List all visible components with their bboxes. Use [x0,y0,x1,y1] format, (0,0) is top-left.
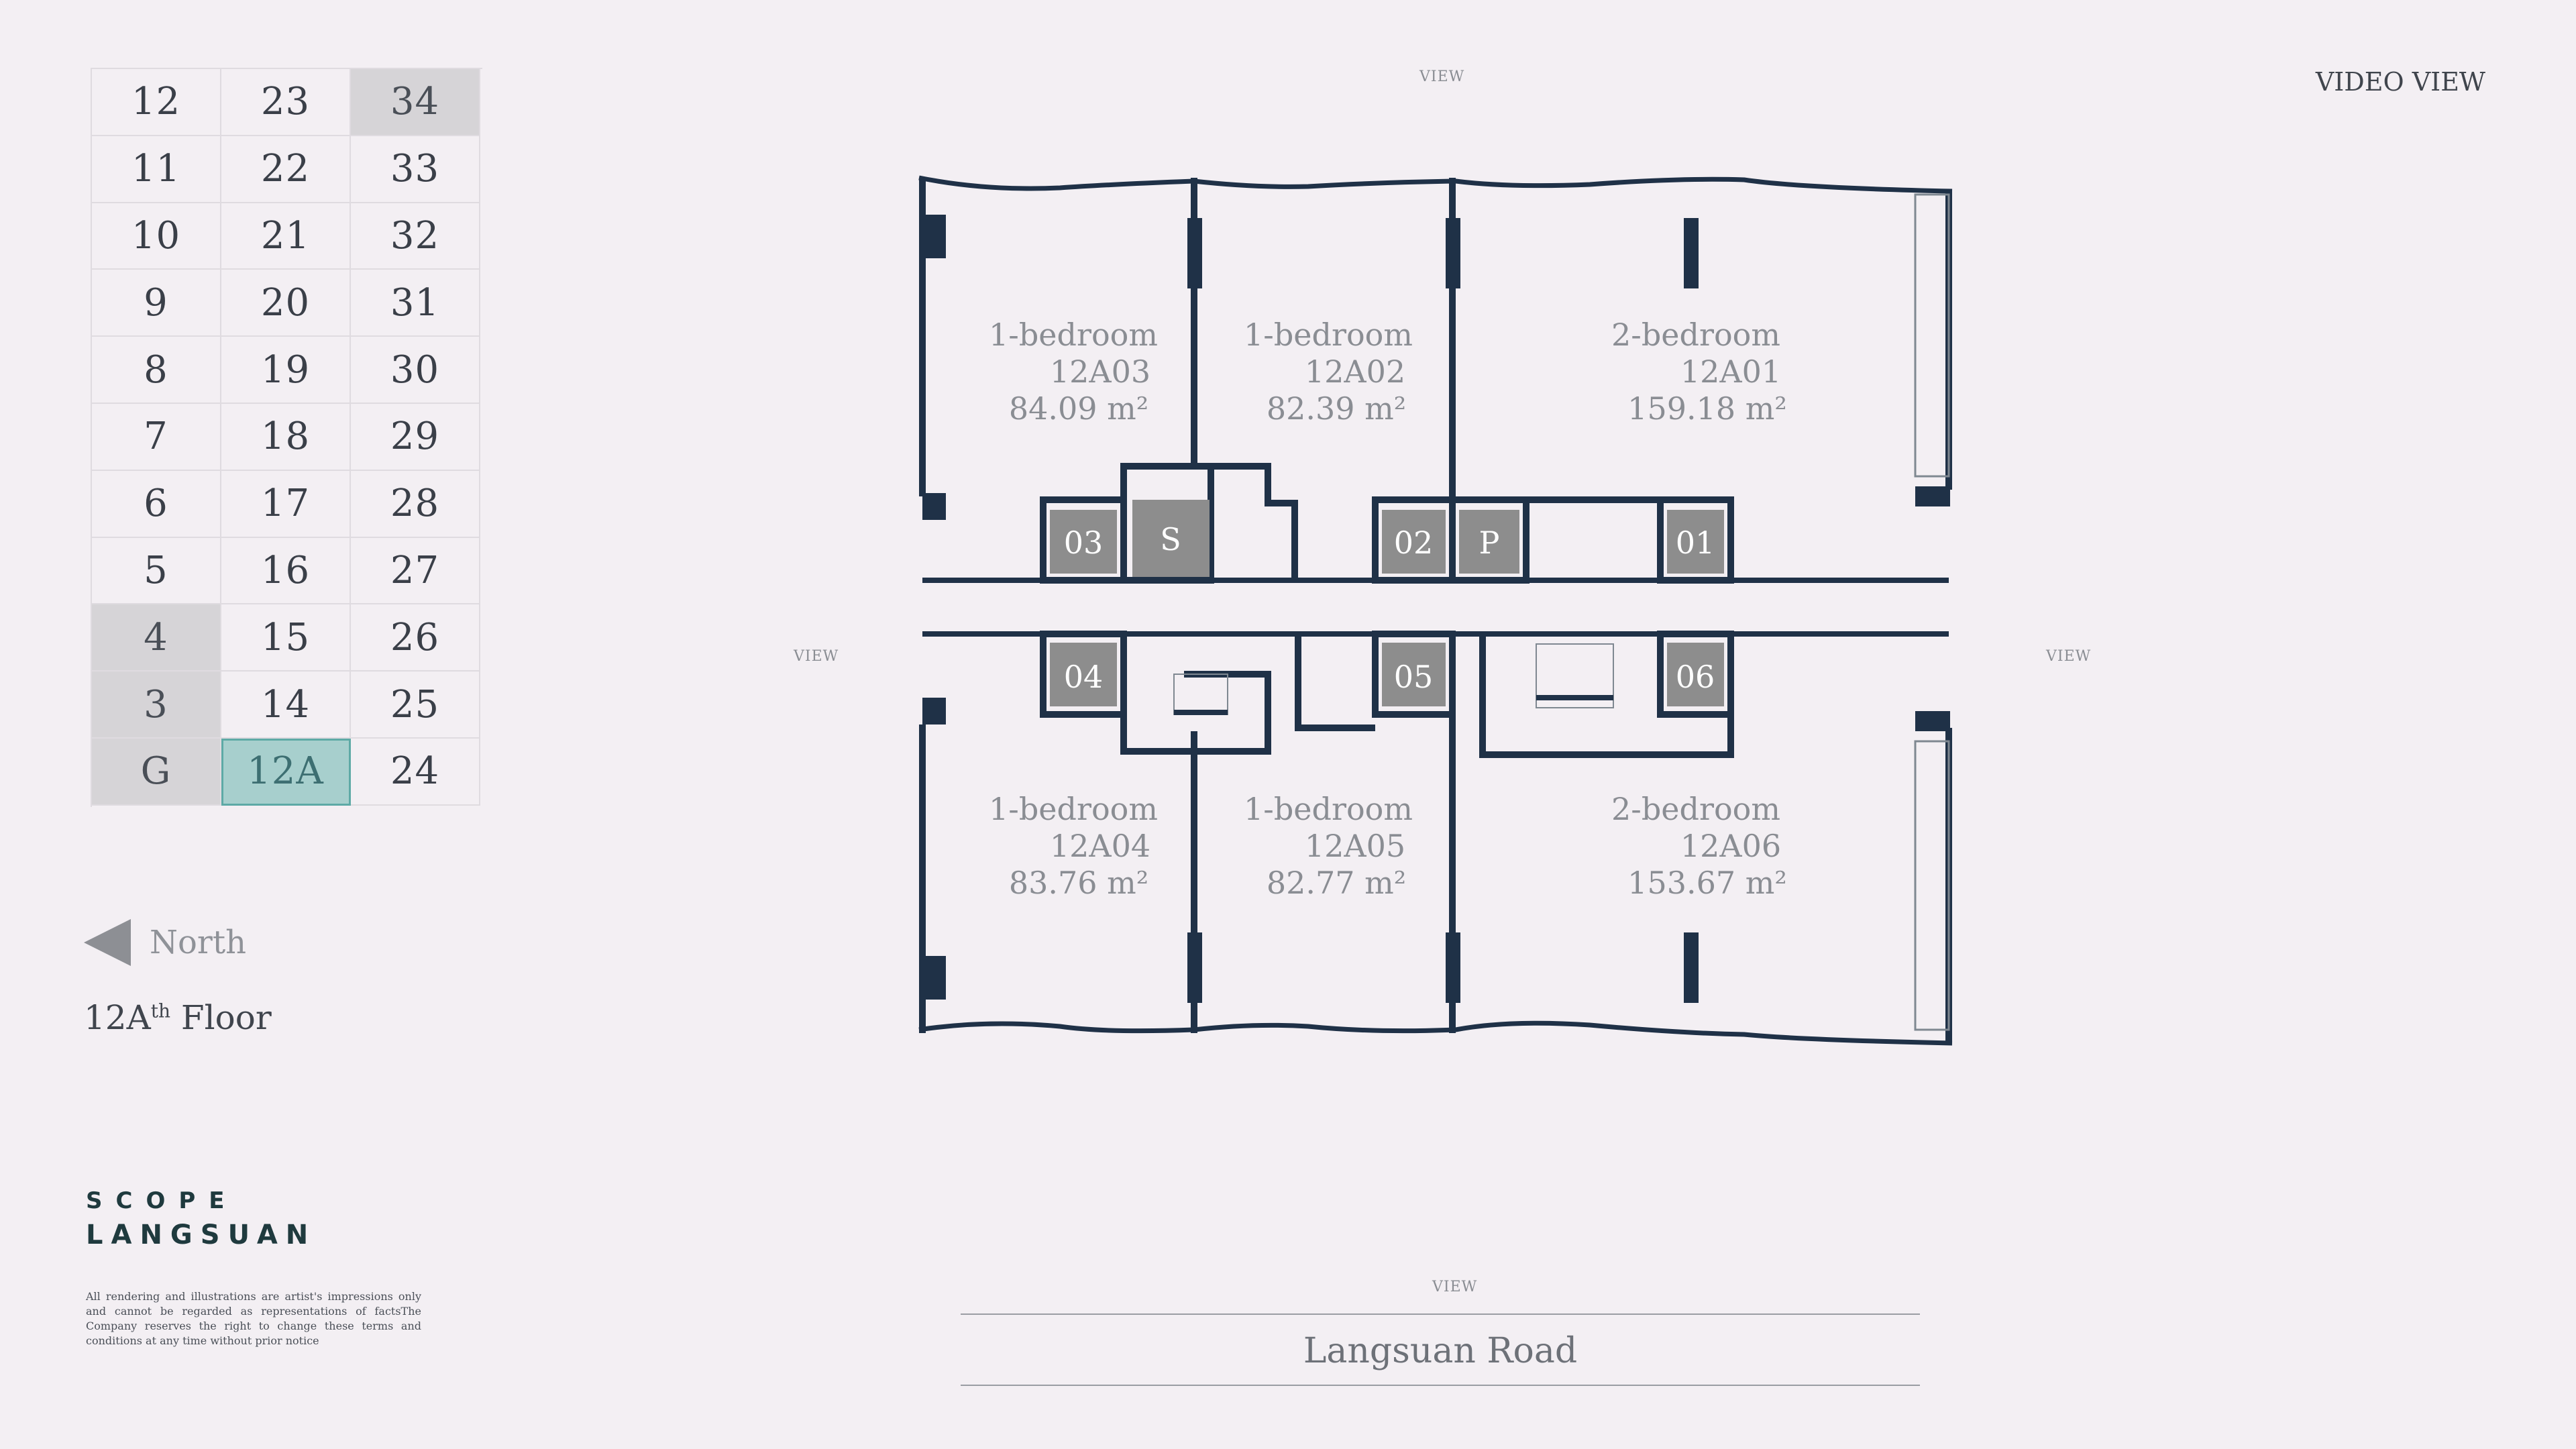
svg-text:04: 04 [1064,659,1104,695]
svg-text:153.67 m²: 153.67 m² [1627,865,1787,901]
svg-text:2-bedroom: 2-bedroom [1611,317,1780,353]
svg-text:1-bedroom: 1-bedroom [989,791,1158,827]
floor-button-30[interactable]: 30 [351,337,480,404]
svg-text:83.76 m²: 83.76 m² [1009,865,1148,901]
plan-balconies [1914,193,1950,1031]
floor-button-g[interactable]: G [92,738,221,806]
floor-button-3[interactable]: 3 [92,672,221,739]
unit-12a06[interactable]: 2-bedroom 12A06 153.67 m² [1611,791,1787,901]
road-label: Langsuan Road [1303,1331,1578,1371]
floor-button-14[interactable]: 14 [221,672,351,739]
floor-selector-grid: 12 23 34 11 22 33 10 21 32 9 20 31 8 19 … [91,68,482,807]
svg-text:P: P [1479,525,1500,561]
svg-text:05: 05 [1394,659,1434,695]
road-line-top [961,1313,1920,1315]
floor-button-16[interactable]: 16 [221,537,351,605]
brand-logo: SCOPE LANGSUAN [86,1187,316,1250]
svg-text:84.09 m²: 84.09 m² [1009,390,1148,427]
view-label-left[interactable]: VIEW [794,648,839,665]
floor-button-11[interactable]: 11 [92,136,221,203]
floor-button-31[interactable]: 31 [351,270,480,337]
svg-text:82.77 m²: 82.77 m² [1267,865,1406,901]
floor-button-23[interactable]: 23 [221,69,351,136]
plan-walls [918,175,1953,1046]
floor-button-15[interactable]: 15 [221,604,351,672]
svg-text:12A06: 12A06 [1680,828,1781,864]
plan-stairs [1173,643,1614,715]
floor-button-5[interactable]: 5 [92,537,221,605]
svg-text:12A04: 12A04 [1050,828,1150,864]
floor-button-10[interactable]: 10 [92,203,221,270]
video-view-button[interactable]: VIDEO VIEW [2315,67,2485,97]
floor-button-9[interactable]: 9 [92,270,221,337]
svg-text:1-bedroom: 1-bedroom [989,317,1158,353]
unit-12a05[interactable]: 1-bedroom 12A05 82.77 m² [1244,791,1413,901]
svg-text:03: 03 [1064,525,1104,561]
svg-text:2-bedroom: 2-bedroom [1611,791,1780,827]
plan-columns [922,215,1950,1003]
floor-button-19[interactable]: 19 [221,337,351,404]
floor-button-24[interactable]: 24 [351,738,480,806]
unit-12a03[interactable]: 1-bedroom 12A03 84.09 m² [989,317,1158,427]
floor-button-34[interactable]: 34 [351,69,480,136]
svg-text:1-bedroom: 1-bedroom [1244,317,1413,353]
floor-button-22[interactable]: 22 [221,136,351,203]
lift-06: 06 [1667,643,1724,706]
floor-title: 12Ath Floor [84,998,272,1037]
floor-button-32[interactable]: 32 [351,203,480,270]
floor-button-18[interactable]: 18 [221,403,351,471]
floor-button-4[interactable]: 4 [92,604,221,672]
svg-text:12A01: 12A01 [1680,354,1781,390]
floor-button-26[interactable]: 26 [351,604,480,672]
floor-button-28[interactable]: 28 [351,470,480,538]
view-label-top[interactable]: VIEW [1419,68,1465,85]
svg-text:82.39 m²: 82.39 m² [1267,390,1406,427]
brand-line-scope: SCOPE [86,1187,238,1214]
lift-01: 01 [1667,510,1724,574]
lift-05: 05 [1382,643,1446,706]
floor-button-21[interactable]: 21 [221,203,351,270]
svg-text:12A02: 12A02 [1305,354,1405,390]
lift-03: 03 [1050,510,1117,574]
floor-button-12a-selected[interactable]: 12A [221,738,351,806]
unit-12a01[interactable]: 2-bedroom 12A01 159.18 m² [1611,317,1787,427]
unit-12a04[interactable]: 1-bedroom 12A04 83.76 m² [989,791,1158,901]
unit-12a02[interactable]: 1-bedroom 12A02 82.39 m² [1244,317,1413,427]
lift-p: P [1459,510,1519,574]
road-line-bottom [961,1385,1920,1386]
floor-plan: 03 S 02 P 01 04 05 06 1-bedroom 12A03 84… [918,175,1953,1046]
svg-text:06: 06 [1676,659,1715,695]
floor-button-29[interactable]: 29 [351,403,480,471]
floor-button-20[interactable]: 20 [221,270,351,337]
svg-text:01: 01 [1676,525,1715,561]
floor-button-33[interactable]: 33 [351,136,480,203]
disclaimer-text: All rendering and illustrations are arti… [86,1290,421,1347]
floor-button-27[interactable]: 27 [351,537,480,605]
north-arrow-icon [84,919,131,966]
lift-02: 02 [1382,510,1446,574]
floor-button-7[interactable]: 7 [92,403,221,471]
svg-text:02: 02 [1394,525,1434,561]
lift-04: 04 [1050,643,1117,706]
floor-button-17[interactable]: 17 [221,470,351,538]
svg-text:1-bedroom: 1-bedroom [1244,791,1413,827]
brand-line-langsuan: LANGSUAN [86,1220,317,1250]
north-indicator: North [84,919,246,966]
service-lift-s: S [1132,500,1210,577]
view-label-right[interactable]: VIEW [2046,648,2092,665]
view-label-bottom[interactable]: VIEW [1432,1279,1478,1295]
svg-text:159.18 m²: 159.18 m² [1627,390,1787,427]
svg-text:S: S [1160,521,1181,557]
north-label: North [150,924,247,961]
floor-button-8[interactable]: 8 [92,337,221,404]
floor-button-6[interactable]: 6 [92,470,221,538]
svg-text:12A03: 12A03 [1050,354,1150,390]
floor-button-12[interactable]: 12 [92,69,221,136]
floor-button-25[interactable]: 25 [351,672,480,739]
svg-text:12A05: 12A05 [1305,828,1405,864]
